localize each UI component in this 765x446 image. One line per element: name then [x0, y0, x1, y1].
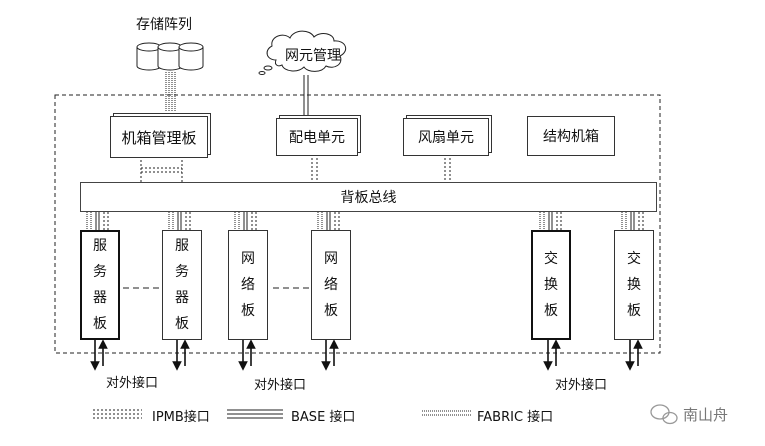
server-board-2: 服 务 器 板	[162, 230, 202, 340]
network-board-2: 网 络 板	[311, 230, 351, 340]
switch-board-char: 板	[544, 303, 558, 319]
structure-chassis: 结构机箱	[527, 116, 615, 156]
legend-swatches	[93, 409, 472, 419]
server-board-char: 板	[175, 316, 189, 332]
external-interface-arrows	[90, 339, 643, 371]
network-board-char: 网	[241, 251, 255, 267]
fabric-link-storage	[165, 72, 176, 112]
server-board-char: 板	[93, 316, 107, 332]
ipmb-links-top	[140, 158, 451, 182]
wechat-icon	[650, 404, 678, 425]
network-board-char: 网	[324, 251, 338, 267]
switch-board-char: 交	[627, 251, 641, 267]
network-board-char: 络	[324, 277, 338, 293]
base-link-cloud	[303, 75, 309, 115]
server-board-char: 器	[93, 290, 107, 306]
watermark-text: 南山舟	[683, 406, 729, 424]
board-bus-links	[86, 212, 644, 230]
switch-board-char: 板	[627, 303, 641, 319]
server-board-char: 服	[175, 238, 189, 254]
chassis-mgmt-board: 机箱管理板	[110, 116, 208, 158]
power-unit: 配电单元	[276, 118, 358, 156]
legend-base-label: BASE 接口	[291, 410, 356, 425]
server-board-char: 器	[175, 290, 189, 306]
network-board-1: 网 络 板	[228, 230, 268, 340]
external-interface-label: 对外接口	[555, 378, 608, 393]
legend-fabric-label: FABRIC 接口	[477, 410, 554, 425]
network-board-char: 板	[324, 303, 338, 319]
external-interface-label: 对外接口	[254, 378, 307, 393]
network-board-char: 络	[241, 277, 255, 293]
legend-ipmb-label: IPMB接口	[152, 410, 210, 425]
server-board-char: 务	[175, 264, 189, 280]
server-board-char: 服	[93, 238, 107, 254]
switch-board-char: 换	[544, 277, 558, 293]
storage-array-label: 存储阵列	[136, 17, 192, 33]
chassis-boundary	[54, 94, 661, 354]
switch-board-char: 换	[627, 277, 641, 293]
network-board-char: 板	[241, 303, 255, 319]
net-mgmt-label: 网元管理	[285, 48, 341, 64]
backplane-bus: 背板总线	[80, 182, 657, 212]
external-interface-label: 对外接口	[106, 376, 159, 391]
fan-unit: 风扇单元	[403, 118, 489, 156]
server-board-char: 务	[93, 264, 107, 280]
switch-board-char: 交	[544, 251, 558, 267]
storage-array-icon	[136, 42, 204, 71]
cloud-icon	[266, 30, 347, 72]
server-board-1: 服 务 器 板	[80, 230, 120, 340]
switch-board-1: 交 换 板	[531, 230, 571, 340]
switch-board-2: 交 换 板	[614, 230, 654, 340]
